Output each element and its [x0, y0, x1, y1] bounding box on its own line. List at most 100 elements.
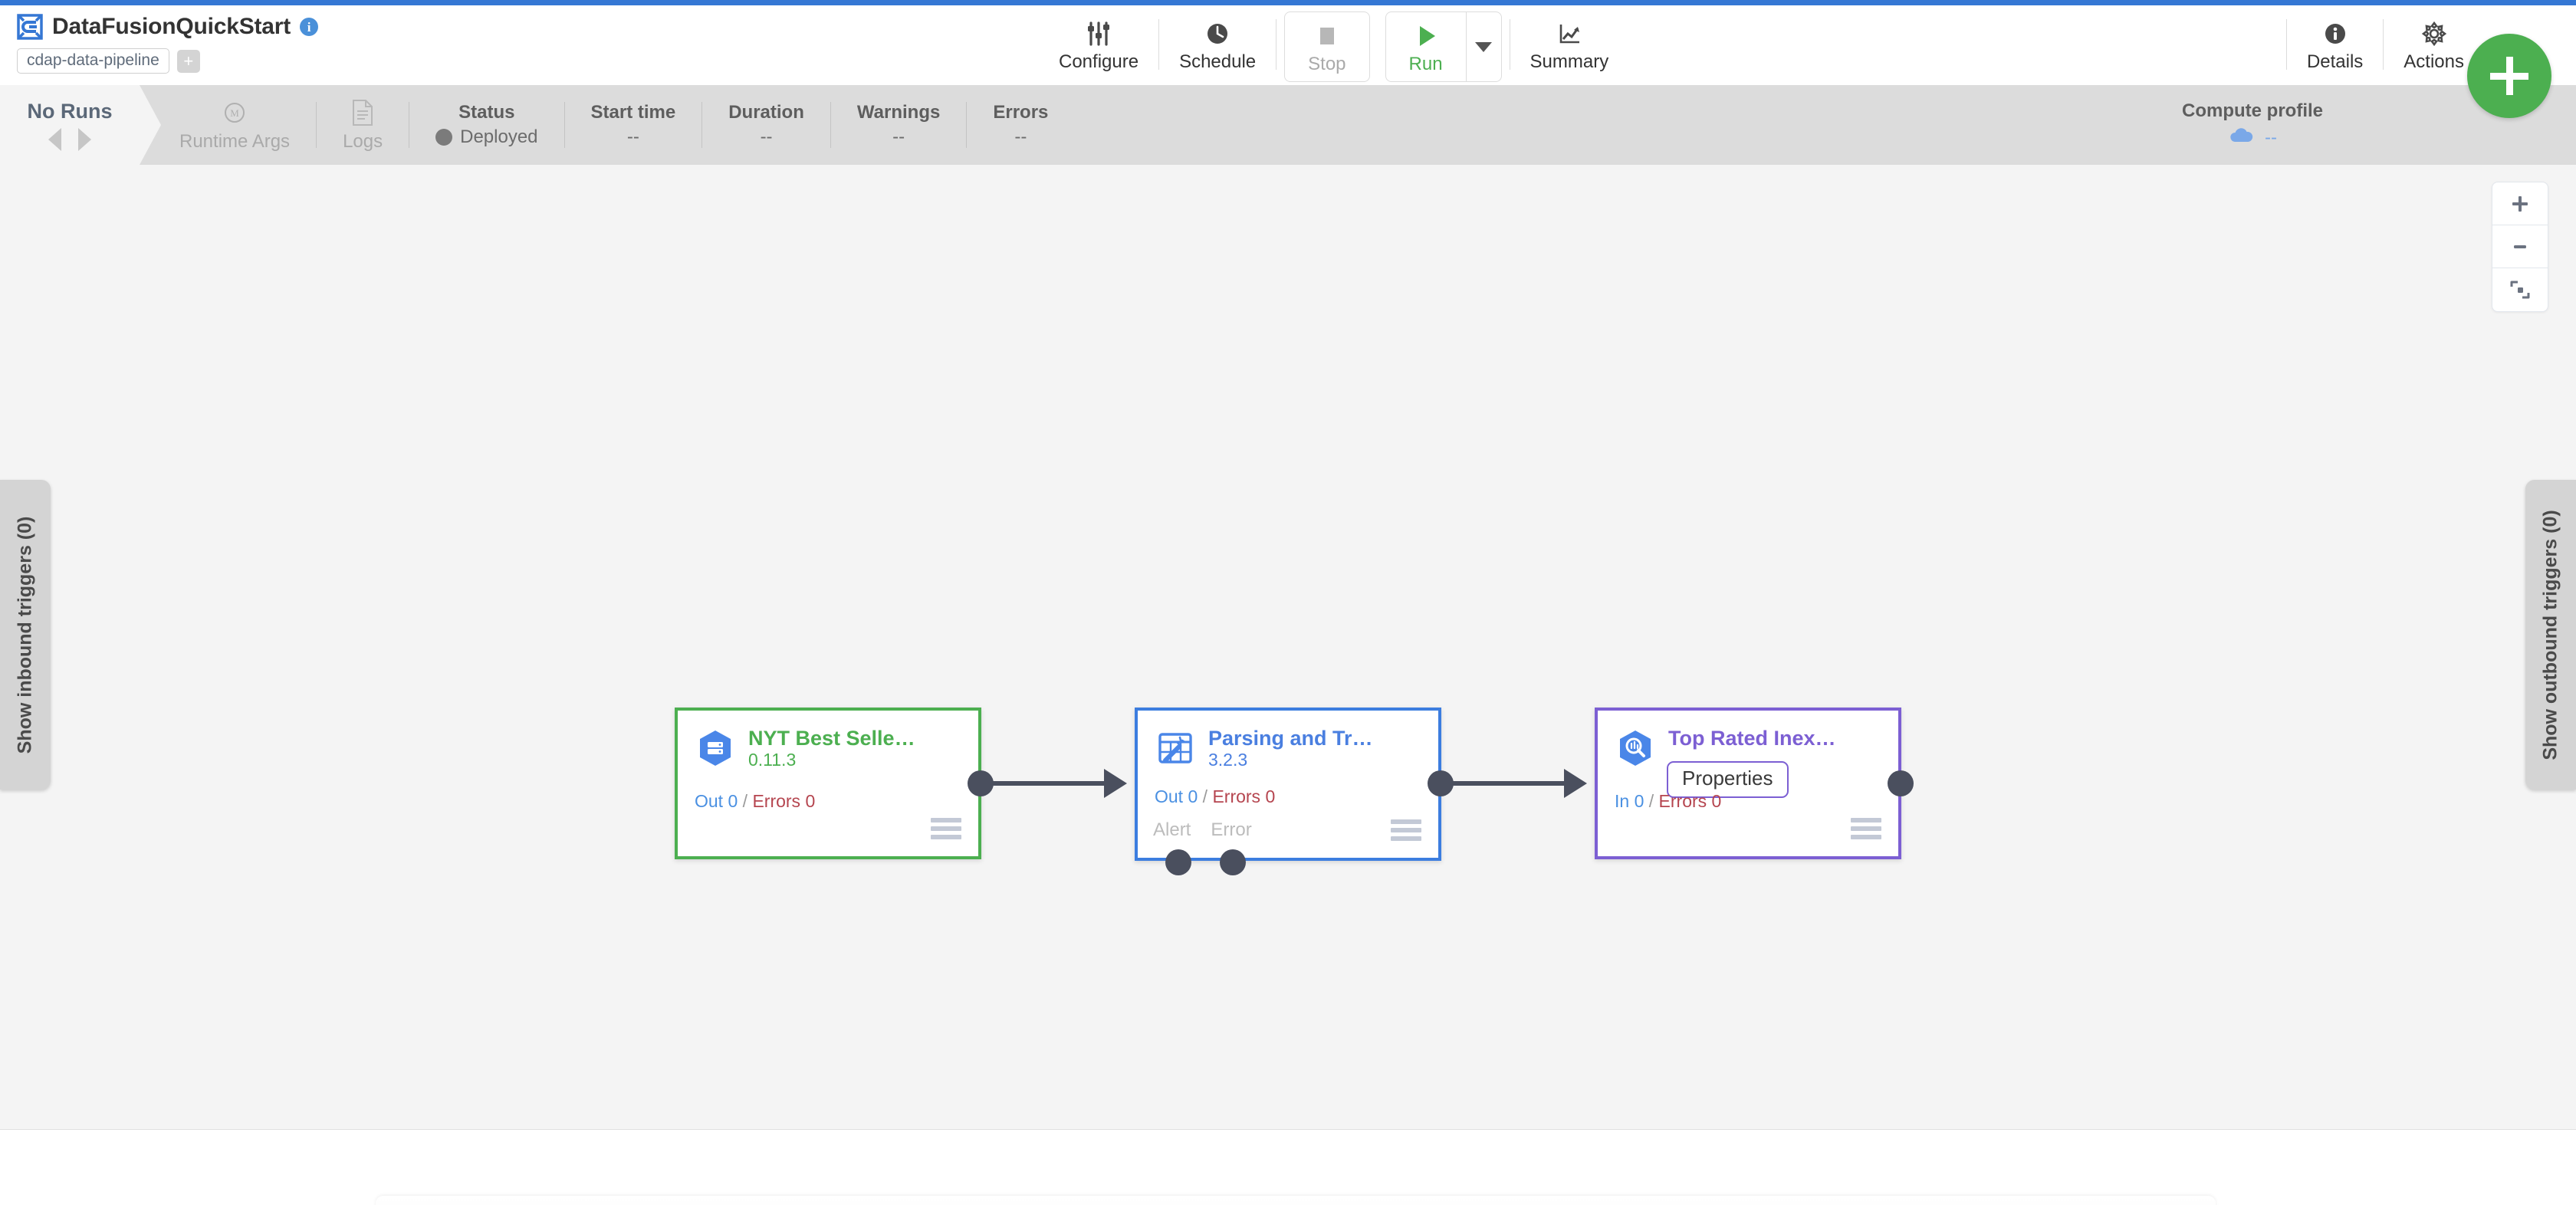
app-header: DataFusionQuickStart i cdap-data-pipelin…: [0, 5, 2576, 85]
fit-to-screen-icon: [2510, 281, 2530, 299]
warnings-column: Warnings --: [831, 85, 966, 165]
compute-profile-header: Compute profile: [2182, 100, 2323, 121]
schedule-button[interactable]: Schedule: [1159, 10, 1276, 84]
properties-tooltip[interactable]: Properties: [1667, 761, 1789, 798]
actions-button[interactable]: Actions: [2384, 10, 2484, 84]
outbound-triggers-tab[interactable]: Show outbound triggers (0): [2525, 480, 2576, 790]
zoom-in-button[interactable]: [2492, 182, 2548, 225]
chevron-down-icon: [1475, 41, 1493, 52]
port-label-alert[interactable]: Alert: [1153, 819, 1191, 840]
status-header: Status: [458, 102, 515, 123]
node-metric-errors: Errors 0: [1212, 786, 1276, 806]
status-divider: [564, 102, 565, 148]
sliders-icon: [1083, 18, 1114, 50]
run-status-bar: No Runs M Runtime Args: [0, 85, 2576, 165]
macro-m-icon: M: [221, 97, 248, 128]
runtime-args-label: Runtime Args: [179, 131, 291, 152]
info-icon[interactable]: i: [300, 18, 319, 36]
footer-area: [0, 1129, 2576, 1205]
configure-label: Configure: [1059, 51, 1139, 72]
page-title: DataFusionQuickStart: [52, 14, 291, 39]
gear-icon: [2419, 18, 2450, 50]
plus-icon: [2512, 195, 2528, 212]
node-metric-separator: /: [1198, 786, 1213, 806]
duration-value: --: [760, 126, 773, 147]
compute-profile-value: --: [2265, 127, 2277, 148]
stop-button[interactable]: Stop: [1284, 11, 1370, 82]
start-time-value: --: [626, 126, 639, 147]
inbound-triggers-tab[interactable]: Show inbound triggers (0): [0, 480, 51, 790]
footer-panel[interactable]: [376, 1196, 2216, 1205]
logs-label: Logs: [343, 131, 383, 152]
pipeline-node-sink[interactable]: Top Rated Inex… Properties In 0 / Errors…: [1595, 708, 1901, 859]
compute-profile[interactable]: Compute profile --: [2182, 85, 2323, 165]
node-version: 3.2.3: [1208, 750, 1248, 770]
hamburger-icon[interactable]: [1851, 818, 1881, 839]
logs-button[interactable]: Logs: [317, 85, 409, 165]
runs-title: No Runs: [27, 99, 113, 123]
status-column: Status Deployed: [409, 85, 564, 165]
stop-square-icon: [1312, 20, 1342, 52]
node-alert-port-endpoint[interactable]: [1165, 849, 1191, 875]
document-icon: [350, 97, 376, 128]
runtime-args-button[interactable]: M Runtime Args: [153, 85, 316, 165]
node-metric-errors: Errors 0: [752, 791, 816, 811]
status-value-row: Deployed: [435, 126, 538, 148]
node-output-endpoint-sink[interactable]: [1888, 770, 1914, 796]
summary-button[interactable]: Summary: [1510, 10, 1629, 84]
hamburger-icon[interactable]: [1391, 819, 1421, 841]
info-circle-icon: [2320, 18, 2351, 50]
cloud-icon: [2228, 126, 2256, 150]
connection-source-to-transform[interactable]: [987, 781, 1104, 786]
status-divider: [316, 102, 317, 148]
duration-column: Duration --: [702, 85, 830, 165]
fit-to-screen-button[interactable]: [2492, 268, 2548, 311]
details-label: Details: [2306, 51, 2364, 72]
play-triangle-icon: [1411, 20, 1441, 52]
pipeline-canvas[interactable]: Show inbound triggers (0) Show outbound …: [0, 165, 2576, 1129]
node-metric-in: In 0: [1615, 791, 1644, 811]
bigquery-sink-icon: [1615, 727, 1656, 769]
add-tag-button[interactable]: +: [176, 49, 200, 73]
zoom-out-button[interactable]: [2492, 225, 2548, 268]
node-metrics: In 0 / Errors 0: [1615, 791, 1721, 812]
toolbar-divider: [2285, 19, 2287, 70]
run-button-group: Run: [1385, 11, 1502, 82]
inbound-triggers-label: Show inbound triggers (0): [14, 516, 36, 754]
pipeline-identity: DataFusionQuickStart i cdap-data-pipelin…: [17, 10, 319, 74]
node-metrics: Out 0 / Errors 0: [1155, 786, 1275, 807]
connection-transform-to-sink[interactable]: [1447, 781, 1564, 786]
line-chart-icon: [1554, 18, 1585, 50]
configure-button[interactable]: Configure: [1039, 10, 1158, 84]
minus-icon: [2514, 245, 2526, 248]
clock-icon: [1202, 18, 1233, 50]
node-metric-out: Out 0: [695, 791, 738, 811]
errors-column: Errors --: [967, 85, 1074, 165]
stop-label: Stop: [1308, 54, 1346, 74]
node-name: Parsing and Tr…: [1208, 727, 1373, 750]
run-dropdown-button[interactable]: [1465, 12, 1501, 81]
duration-header: Duration: [728, 102, 804, 123]
pipeline-node-transform[interactable]: Parsing and Tr… 3.2.3 Out 0 / Errors 0 A…: [1135, 708, 1441, 861]
runs-tab[interactable]: No Runs: [0, 85, 161, 165]
node-name: Top Rated Inex…: [1668, 727, 1836, 750]
pipeline-node-source[interactable]: NYT Best Selle… 0.11.3 Out 0 / Errors 0: [675, 708, 981, 859]
toolbar-divider: [1158, 19, 1160, 70]
errors-value: --: [1014, 126, 1027, 147]
add-plugin-fab-button[interactable]: [2467, 34, 2551, 118]
triangle-left-icon[interactable]: [48, 127, 61, 151]
hamburger-icon[interactable]: [931, 818, 961, 839]
cdap-logo-icon: [17, 14, 43, 40]
secondary-toolbar: Details Actions: [2285, 10, 2484, 84]
triangle-right-icon[interactable]: [78, 127, 91, 151]
plus-icon-vertical: [2505, 57, 2513, 95]
status-divider: [966, 102, 968, 148]
port-label-error[interactable]: Error: [1211, 819, 1252, 840]
connection-arrowhead: [1564, 769, 1587, 798]
status-badge-dot: [435, 129, 453, 146]
toolbar-divider: [2383, 19, 2384, 70]
svg-text:M: M: [230, 107, 239, 119]
run-button[interactable]: Run: [1386, 12, 1466, 81]
node-error-port-endpoint[interactable]: [1220, 849, 1246, 875]
details-button[interactable]: Details: [2287, 10, 2383, 84]
